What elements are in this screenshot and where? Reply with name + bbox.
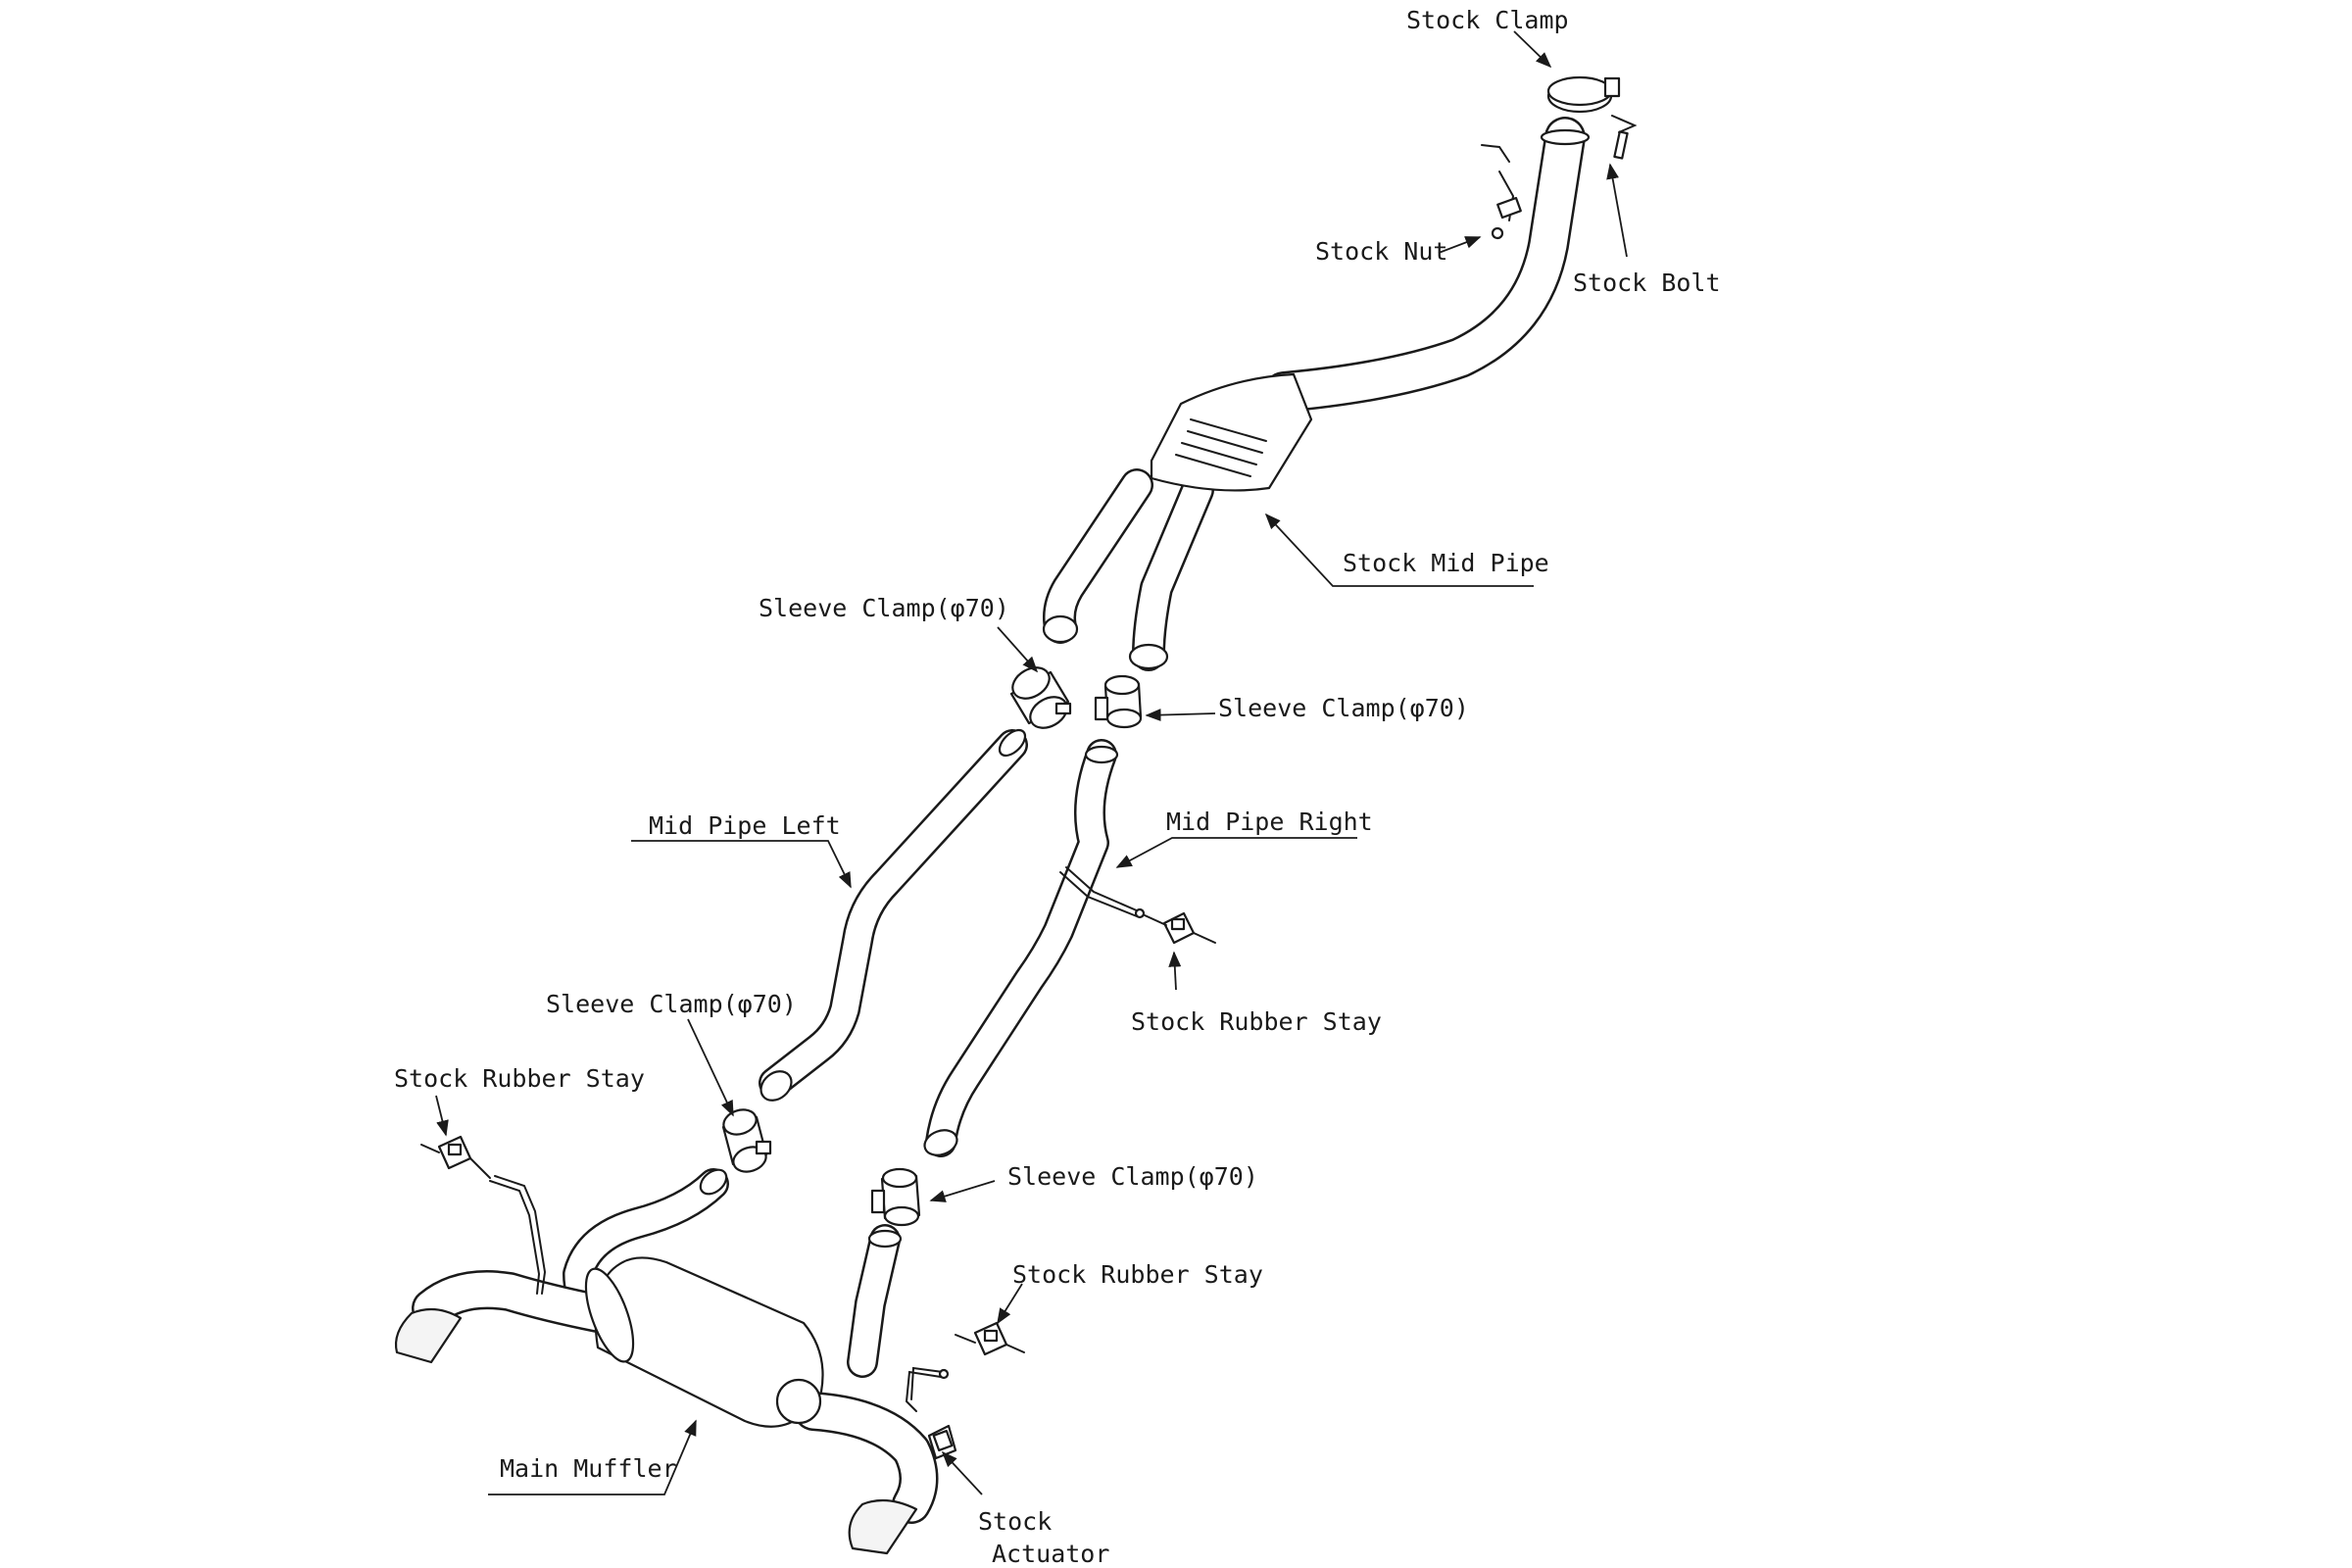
label-stock-mid-pipe: Stock Mid Pipe bbox=[1343, 549, 1549, 577]
label-stock-clamp: Stock Clamp bbox=[1406, 6, 1569, 34]
main-muffler bbox=[394, 1168, 950, 1555]
stock-bolt bbox=[1611, 115, 1638, 160]
stock-clamp bbox=[1546, 75, 1621, 114]
label-stock-actuator-line1: Stock bbox=[978, 1507, 1053, 1536]
stock-mid-pipe bbox=[1042, 117, 1591, 671]
sleeve-clamp-upper-right bbox=[1094, 674, 1143, 729]
label-stock-rubber-stay-2: Stock Rubber Stay bbox=[394, 1064, 645, 1093]
label-main-muffler: Main Muffler bbox=[500, 1454, 677, 1483]
stock-actuator bbox=[927, 1424, 957, 1460]
label-sleeve-clamp-4: Sleeve Clamp(φ70) bbox=[1007, 1162, 1258, 1191]
leader-lines bbox=[435, 30, 1628, 1495]
label-sleeve-clamp-3: Sleeve Clamp(φ70) bbox=[546, 990, 797, 1018]
stock-rubber-stay-left bbox=[420, 1135, 491, 1179]
label-sleeve-clamp-2: Sleeve Clamp(φ70) bbox=[1218, 694, 1469, 722]
label-mid-pipe-left: Mid Pipe Left bbox=[649, 811, 841, 840]
stock-rubber-stay-right bbox=[955, 1321, 1025, 1356]
label-sleeve-clamp-1: Sleeve Clamp(φ70) bbox=[759, 594, 1009, 622]
label-mid-pipe-right: Mid Pipe Right bbox=[1166, 808, 1373, 836]
label-stock-rubber-stay-3: Stock Rubber Stay bbox=[1012, 1260, 1263, 1289]
label-stock-nut: Stock Nut bbox=[1315, 237, 1448, 266]
mid-pipe-left bbox=[759, 728, 1028, 1102]
mid-pipe-right bbox=[923, 739, 1146, 1157]
sleeve-clamp-lower-right bbox=[870, 1167, 921, 1227]
sleeve-clamp-upper-left bbox=[1009, 666, 1072, 729]
label-stock-bolt: Stock Bolt bbox=[1573, 269, 1721, 297]
sleeve-clamp-lower-left bbox=[721, 1108, 772, 1173]
label-stock-rubber-stay-1: Stock Rubber Stay bbox=[1131, 1007, 1382, 1036]
label-stock-actuator-line2: Actuator bbox=[992, 1540, 1110, 1568]
stock-rubber-stay-mid-right bbox=[1144, 911, 1216, 945]
